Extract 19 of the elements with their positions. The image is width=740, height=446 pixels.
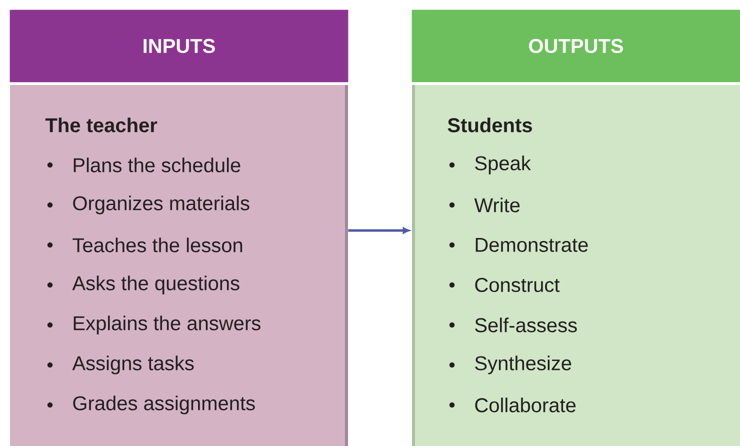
list-item: Collaborate [475, 398, 576, 412]
list-item: Plans the schedule [74, 158, 240, 172]
list-item: Explains the answers [74, 316, 260, 334]
list-heading: Students [448, 118, 532, 132]
header-band: INPUTS [10, 10, 348, 82]
list-item: Construct [475, 278, 560, 292]
list-item: Organizes materials [73, 196, 250, 214]
header-band: OUTPUTS [412, 10, 740, 82]
arrow [348, 227, 410, 234]
list-item: Write [474, 198, 520, 212]
list-item: Speak [475, 156, 531, 174]
list-item: Demonstrate [476, 238, 588, 252]
list-item: Asks the questions [72, 276, 240, 294]
list-item: Teaches the lesson [72, 238, 242, 252]
list-item: Assigns tasks [72, 356, 194, 374]
list-item: Self-assess [475, 318, 577, 332]
list-heading: The teacher [45, 118, 158, 132]
list-item: Synthesize [475, 356, 572, 374]
list-item: Grades assignments [73, 396, 255, 414]
